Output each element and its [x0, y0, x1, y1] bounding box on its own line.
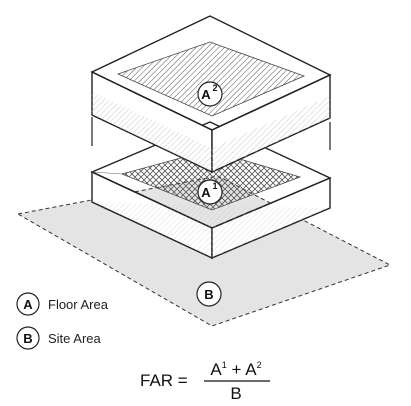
legend-floor-area-label: Floor Area — [48, 297, 109, 312]
marker-site: B — [196, 281, 222, 307]
svg-text:B: B — [23, 331, 32, 346]
svg-text:A: A — [201, 87, 211, 102]
marker-lower-floor: A 1 — [197, 179, 223, 205]
legend-floor-area: A Floor Area — [16, 292, 109, 316]
svg-text:A: A — [201, 185, 211, 200]
marker-upper-floor: A 2 — [197, 81, 223, 107]
svg-text:A: A — [23, 297, 33, 312]
svg-text:2: 2 — [212, 83, 217, 93]
formula-numerator: A1 + A2 — [210, 360, 261, 379]
formula-denominator: B — [230, 384, 241, 403]
svg-text:B: B — [204, 287, 213, 302]
upper-floor-area — [116, 41, 306, 117]
legend-site-area: B Site Area — [16, 326, 102, 350]
legend-site-area-label: Site Area — [48, 331, 102, 346]
formula-lhs: FAR = — [140, 371, 188, 390]
far-formula: FAR = A1 + A2 B — [140, 360, 270, 403]
upper-floor-box — [90, 15, 332, 174]
svg-text:1: 1 — [212, 181, 217, 191]
lower-floor-box — [90, 121, 332, 260]
